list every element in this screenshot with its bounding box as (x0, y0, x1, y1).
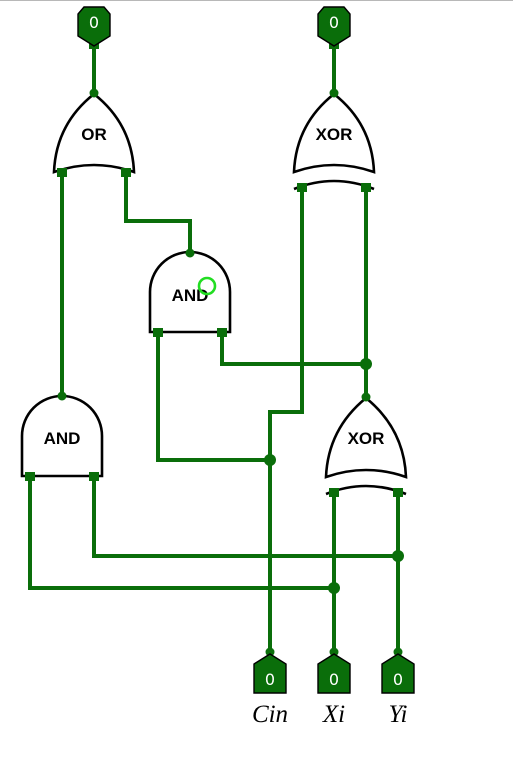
pin-xor-lower-in-2[interactable] (393, 488, 403, 497)
pin-and-left-in-2[interactable] (89, 472, 99, 481)
wire-yi-to-and-left[interactable] (92, 474, 400, 558)
pin-or-in-1[interactable] (57, 168, 67, 177)
pin-xor-lower-in-1[interactable] (329, 488, 339, 497)
output-sum-value: 0 (329, 13, 339, 32)
xor-gate-lower-label: XOR (348, 429, 385, 448)
and-gate-left-label: AND (44, 429, 81, 448)
pin-and-mid-in-1[interactable] (153, 328, 163, 337)
input-yi-value: 0 (393, 670, 403, 689)
junctions (57, 88, 404, 657)
or-gate-top[interactable]: OR (52, 92, 136, 174)
wire-cin-to-xor-top[interactable] (268, 185, 304, 660)
junction-xor-lower[interactable] (360, 358, 372, 370)
input-cin[interactable]: 0 (253, 653, 287, 694)
label-xi: Xi (322, 701, 345, 728)
pin-or-in-2[interactable] (121, 168, 131, 177)
wire-xor-lower-to-and-mid[interactable] (220, 330, 368, 366)
pin-and-mid-in-2[interactable] (217, 328, 227, 337)
input-cin-value: 0 (265, 670, 275, 689)
pin-and-left-in-1[interactable] (25, 472, 35, 481)
output-carry[interactable]: 0 (77, 6, 111, 47)
or-gate-top-label: OR (81, 125, 107, 144)
xor-gate-top[interactable]: XOR (292, 92, 376, 191)
cursor-hover-ring-icon (197, 276, 217, 296)
dot-xor-top-out[interactable] (329, 88, 339, 98)
top-border (0, 0, 513, 1)
junction-yi[interactable] (392, 550, 404, 562)
output-sum[interactable]: 0 (317, 6, 351, 47)
and-gate-middle[interactable]: AND (148, 250, 232, 334)
label-cin: Cin (252, 701, 288, 728)
wire-xi-to-and-left[interactable] (28, 474, 336, 590)
and-gate-middle-label: AND (172, 286, 209, 305)
junction-xi[interactable] (328, 582, 340, 594)
junction-cin[interactable] (264, 454, 276, 466)
output-carry-value: 0 (89, 13, 99, 32)
input-yi[interactable]: 0 (381, 653, 415, 694)
dot-and-mid-out[interactable] (185, 248, 195, 258)
dot-xi-out[interactable] (329, 647, 339, 657)
xor-gate-top-label: XOR (316, 125, 353, 144)
wire-cin-to-and-mid[interactable] (156, 330, 272, 462)
input-xi[interactable]: 0 (317, 653, 351, 694)
dot-or-out[interactable] (89, 88, 99, 98)
and-gate-left[interactable]: AND (20, 394, 104, 478)
pin-xor-top-in-2[interactable] (361, 183, 371, 192)
dot-xor-lower-out[interactable] (361, 392, 371, 402)
xor-gate-lower[interactable]: XOR (324, 396, 408, 496)
dot-cin-out[interactable] (265, 647, 275, 657)
label-yi: Yi (389, 701, 408, 728)
wire-and-mid-to-or[interactable] (124, 170, 192, 255)
input-xi-value: 0 (329, 670, 339, 689)
pin-xor-top-in-1[interactable] (297, 183, 307, 192)
dot-yi-out[interactable] (393, 647, 403, 657)
dot-and-left-out[interactable] (57, 391, 67, 401)
